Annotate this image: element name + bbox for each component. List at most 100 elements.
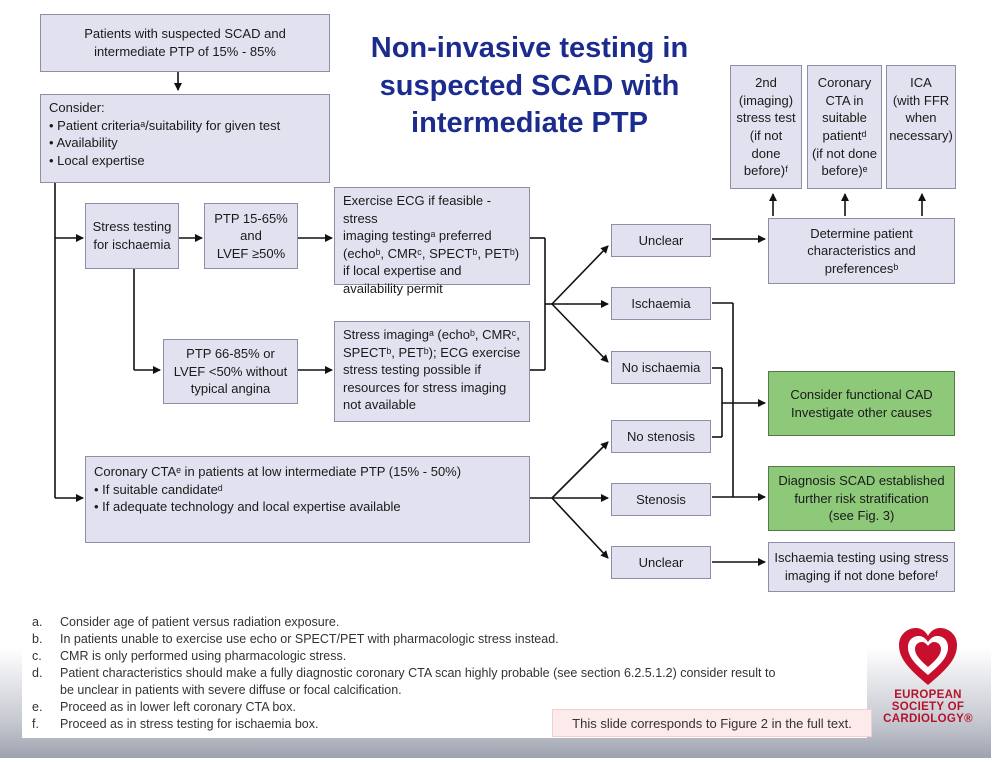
box-ica: ICA (with FFR when necessary) [886, 65, 956, 189]
footnote-text: Proceed as in stress testing for ischaem… [60, 717, 319, 731]
footnote-key: f. [32, 717, 39, 731]
box-stenosis: Stenosis [611, 483, 711, 516]
box-text-line: intermediate PTP of 15% - 85% [94, 44, 276, 59]
box-ptp-15-65: PTP 15-65% and LVEF ≥50% [204, 203, 298, 269]
box-text-line: imaging if not done beforeᶠ [784, 568, 939, 583]
box-text-line: preferencesᵇ [824, 260, 899, 276]
footnote-key: e. [32, 700, 43, 714]
box-text-line: Stenosis [636, 491, 686, 507]
box-text-line: Investigate other causes [791, 404, 932, 420]
box-ischaemia: Ischaemia [611, 287, 711, 320]
esc-logo: EUROPEAN SOCIETY OF CARDIOLOGY® [878, 625, 978, 725]
box-text-line: SPECTᵇ, PETᵇ); ECG exercise [343, 344, 521, 360]
box-unclear-top: Unclear [611, 224, 711, 257]
box-text-line: Unclear [638, 554, 684, 570]
title-line: Non-invasive testing in [370, 32, 689, 64]
box-no-stenosis: No stenosis [611, 420, 711, 453]
box-text-line: stress testing possible if [343, 362, 482, 378]
box-text-line: • If suitable candidateᵈ [94, 481, 223, 497]
box-text-line: Stress testing [92, 219, 172, 235]
consider-item: • Patient criteriaᵃ/suitability for give… [49, 117, 281, 133]
consider-item: • Local expertise [49, 152, 145, 168]
box-text-line: suitable [822, 110, 867, 126]
footnote-key: d. [32, 666, 43, 680]
box-text-line: (echoᵇ, CMRᶜ, SPECTᵇ, PETᵇ) [343, 245, 520, 261]
title-line: intermediate PTP [411, 107, 648, 140]
box-text-line: (if not [749, 128, 783, 143]
box-exercise-ecg: Exercise ECG if feasible - stress imagin… [334, 187, 530, 296]
box-text-line: Coronary CTAᵉ in patients at low interme… [94, 464, 462, 479]
box-diagnosis-scad-established: Diagnosis SCAD established further risk … [768, 466, 955, 531]
box-text-line: CTA in [825, 92, 864, 108]
box-text-line: Ischaemia [631, 295, 691, 311]
box-text-line: necessary) [889, 127, 953, 143]
footnote-text: Proceed as in lower left coronary CTA bo… [60, 700, 296, 714]
box-second-imaging-stress-test: 2nd (imaging) stress test (if not done b… [730, 65, 802, 189]
box-text-line: resources for stress imaging [343, 379, 507, 395]
box-text-line: not available [343, 397, 416, 413]
slide-reference-note: This slide corresponds to Figure 2 in th… [552, 709, 872, 737]
box-text-line: 2nd [755, 75, 777, 91]
heart-logo-icon [899, 628, 957, 685]
box-text-line: and [240, 228, 262, 244]
consider-item: • Availability [49, 135, 118, 151]
footnote-text: CMR is only performed using pharmacologi… [60, 649, 347, 663]
box-text-line: typical angina [190, 381, 271, 397]
box-text-line: if local expertise and [343, 263, 462, 279]
box-text-line: ICA [910, 75, 932, 90]
box-text-line: availability permit [343, 280, 443, 296]
title-line: suspected SCAD with [379, 69, 680, 102]
box-text-line: when [905, 110, 937, 126]
box-text-line: (imaging) [738, 92, 794, 108]
box-text-line: further risk stratification [794, 490, 929, 506]
footnote-key: b. [32, 632, 43, 646]
footnote-key: a. [32, 615, 43, 629]
logo-line: EUROPEAN [894, 689, 962, 701]
box-text-line: imaging testingᵃ preferred [343, 228, 492, 244]
box-ptp-66-85: PTP 66-85% or LVEF <50% without typical … [163, 339, 298, 404]
consider-heading: Consider: [49, 100, 105, 115]
box-text-line: for ischaemia [93, 237, 171, 252]
slide-title: Non-invasive testing in suspected SCAD w… [342, 30, 717, 143]
logo-line: CARDIOLOGY® [883, 713, 973, 725]
box-text-line: characteristics and [807, 243, 916, 259]
box-text-line: (see Fig. 3) [828, 508, 895, 524]
box-text-line: LVEF ≥50% [216, 245, 286, 261]
box-no-ischaemia: No ischaemia [611, 351, 711, 384]
footnote-key: c. [32, 649, 42, 663]
box-text-line: Unclear [638, 232, 684, 248]
box-ischaemia-testing: Ischaemia testing using stress imaging i… [768, 542, 955, 592]
box-text-line: No stenosis [627, 428, 695, 444]
box-patients-suspected-scad: Patients with suspected SCAD and interme… [40, 14, 330, 72]
box-coronary-cta-suitable: Coronary CTA in suitable patientᵈ (if no… [807, 65, 882, 189]
box-text-line: Consider functional CAD [790, 386, 933, 402]
box-text-line: Ischaemia testing using stress [774, 550, 949, 566]
box-text-line: No ischaemia [621, 359, 701, 375]
box-text-line: Stress imagingᵃ (echoᵇ, CMRᶜ, [343, 327, 520, 342]
box-coronary-cta: Coronary CTAᵉ in patients at low interme… [85, 456, 530, 543]
box-text-line: LVEF <50% without [173, 363, 288, 379]
box-consider: Consider: • Patient criteriaᵃ/suitabilit… [40, 94, 330, 183]
box-text-line: (if not done [811, 145, 878, 161]
box-text-line: PTP 66-85% or [186, 346, 275, 362]
box-text-line: Exercise ECG if feasible - stress [343, 193, 492, 226]
box-text-line: done [751, 145, 781, 161]
box-text-line: (with FFR [892, 92, 950, 108]
box-text-line: PTP 15-65% [214, 210, 288, 226]
logo-line: SOCIETY OF [891, 701, 965, 713]
box-stress-testing: Stress testing for ischaemia [85, 203, 179, 269]
box-text-line: Coronary [817, 75, 872, 91]
box-text-line: patientᵈ [822, 128, 867, 143]
box-text-line: Diagnosis SCAD established [778, 473, 945, 489]
box-consider-functional-cad: Consider functional CAD Investigate othe… [768, 371, 955, 436]
box-determine-patient-characteristics: Determine patient characteristics and pr… [768, 218, 955, 284]
footnote-text: Consider age of patient versus radiation… [60, 615, 340, 629]
footnote-text: In patients unable to exercise use echo … [60, 632, 559, 646]
footnote-text: Patient characteristics should make a fu… [60, 666, 776, 680]
box-text-line: • If adequate technology and local exper… [94, 499, 401, 515]
box-unclear-bottom: Unclear [611, 546, 711, 579]
box-stress-imaging: Stress imagingᵃ (echoᵇ, CMRᶜ, SPECTᵇ, PE… [334, 321, 530, 422]
box-text-line: Determine patient [810, 225, 913, 241]
footnote-text: be unclear in patients with severe diffu… [60, 683, 402, 697]
